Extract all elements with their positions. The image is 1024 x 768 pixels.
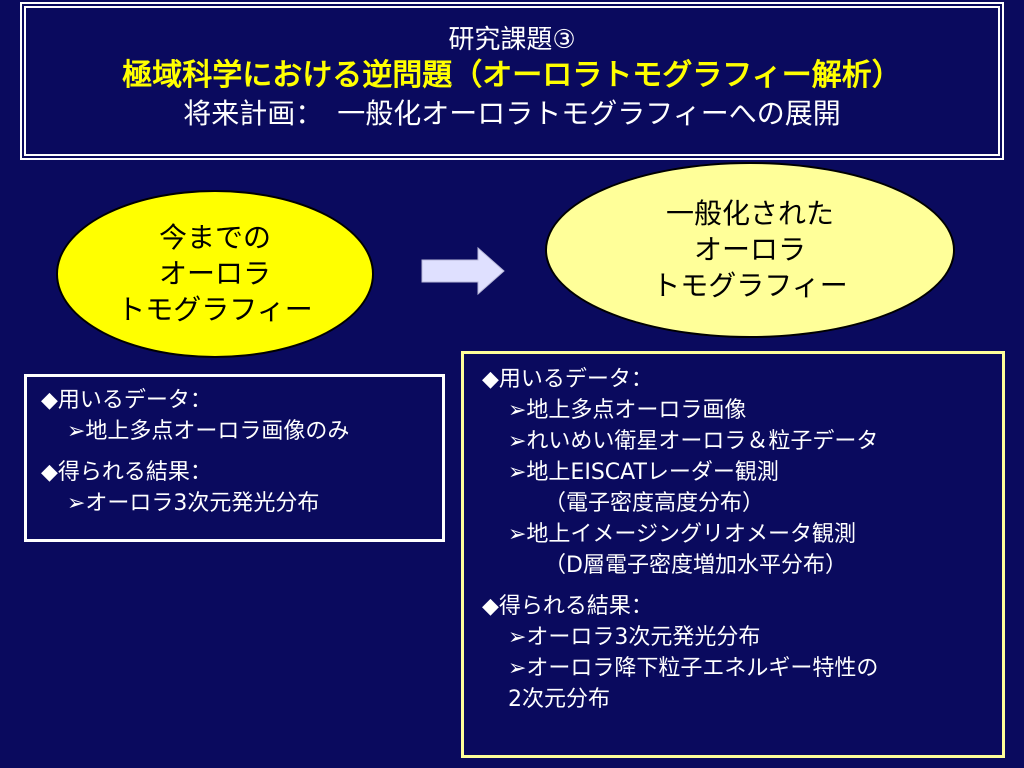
result-item-continuation: 2次元分布: [508, 687, 610, 712]
result-item: ➢オーロラ3次元発光分布: [67, 491, 320, 516]
ellipse-right-line: 一般化された: [665, 197, 834, 230]
ellipse-right-line: オーロラ: [693, 233, 806, 266]
data-heading: ◆用いるデータ：: [482, 367, 653, 392]
ellipse-left-line: トモグラフィー: [117, 293, 313, 326]
data-item: ➢地上多点オーロラ画像のみ: [67, 419, 350, 444]
ellipse-left-line: オーロラ: [158, 257, 271, 290]
current-method-box: ◆用いるデータ： ➢地上多点オーロラ画像のみ ◆得られる結果： ➢オーロラ3次元…: [24, 374, 445, 542]
data-item-note: （電子密度高度分布）: [544, 491, 765, 516]
title-subtitle: 将来計画： 一般化オーロラトモグラフィーへの展開: [183, 97, 841, 130]
title-research-topic: 研究課題③: [448, 25, 576, 55]
generalized-tomography-ellipse: 一般化された オーロラ トモグラフィー: [545, 162, 955, 338]
result-item: ➢オーロラ降下粒子エネルギー特性の: [508, 656, 879, 681]
result-item: ➢オーロラ3次元発光分布: [508, 625, 761, 650]
generalized-method-box: ◆用いるデータ： ➢地上多点オーロラ画像 ➢れいめい衛星オーロラ＆粒子データ ➢…: [461, 351, 1005, 758]
title-main: 極域科学における逆問題（オーロラトモグラフィー解析）: [122, 58, 902, 93]
data-item: ➢地上イメージングリオメータ観測: [508, 522, 856, 547]
right-arrow-icon: [421, 246, 505, 296]
ellipse-right-line: トモグラフィー: [652, 269, 848, 302]
data-item: ➢地上EISCATレーダー観測: [508, 460, 779, 485]
result-heading: ◆得られる結果：: [41, 460, 212, 485]
data-item-note: （D層電子密度増加水平分布）: [544, 553, 847, 578]
data-item: ➢地上多点オーロラ画像: [508, 398, 747, 423]
current-tomography-ellipse: 今までの オーロラ トモグラフィー: [56, 190, 374, 358]
result-heading: ◆得られる結果：: [482, 594, 653, 619]
ellipse-left-line: 今までの: [158, 221, 271, 254]
title-box: 研究課題③ 極域科学における逆問題（オーロラトモグラフィー解析） 将来計画： 一…: [20, 2, 1004, 160]
data-heading: ◆用いるデータ：: [41, 388, 212, 413]
data-item: ➢れいめい衛星オーロラ＆粒子データ: [508, 429, 879, 454]
